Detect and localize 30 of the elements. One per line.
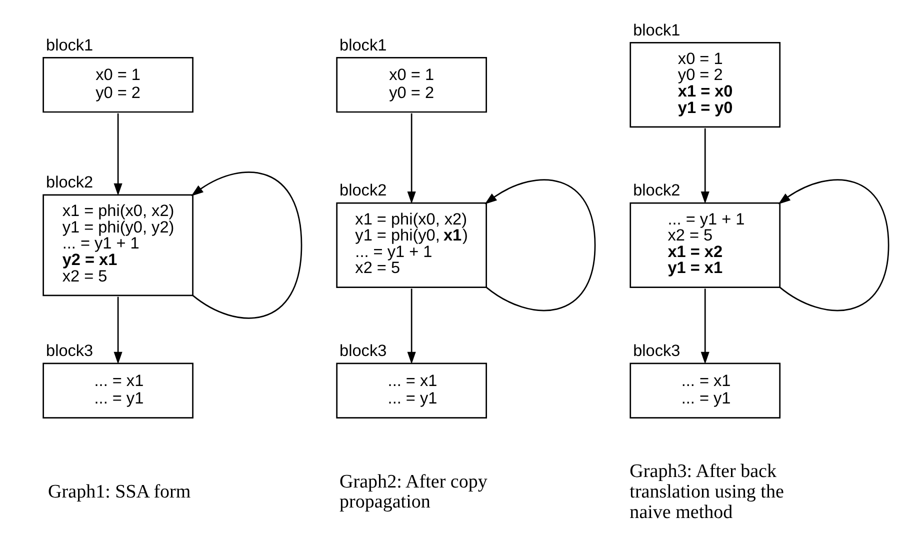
node-label: block1 — [340, 36, 387, 54]
node-box: ... = x1 ... = y1 — [336, 362, 487, 418]
node-box: x0 = 1 y0 = 2 x1 = x0 y1 = y0 — [630, 42, 781, 128]
node-box: ... = x1 ... = y1 — [42, 362, 194, 418]
node-box: ... = y1 + 1 x2 = 5 x1 = x2 y1 = x1 — [630, 202, 781, 288]
node-label: block3 — [46, 342, 94, 360]
node-box: x0 = 1 y0 = 2 — [336, 56, 487, 113]
arrow — [484, 179, 596, 312]
arrow — [778, 179, 890, 312]
node-label: block2 — [633, 182, 680, 200]
node-label: block2 — [46, 174, 94, 192]
arrow — [114, 296, 122, 364]
node-label: block1 — [46, 36, 94, 54]
arrow — [191, 172, 302, 319]
arrow — [407, 113, 416, 204]
label: Graph3: After back translation using the naive method — [630, 461, 784, 523]
node-box: x1 = phi(x0, x2) y1 = phi(y0, y2) ... = y1 + 1 y2 = x1 x2 = 5 — [42, 194, 194, 296]
node-label: block3 — [633, 342, 680, 360]
label: Graph1: SSA form — [48, 482, 191, 503]
arrow — [114, 113, 122, 196]
arrow — [700, 128, 710, 204]
arrow — [407, 288, 416, 364]
node-label: block3 — [340, 342, 387, 360]
node-box: ... = x1 ... = y1 — [630, 362, 781, 418]
node-box: x1 = phi(x0, x2) y1 = phi(y0, x1) ... = y1 + 1 x2 = 5 — [336, 202, 487, 288]
node-box: x0 = 1 y0 = 2 — [42, 56, 194, 113]
arrow — [700, 288, 710, 364]
node-label: block1 — [633, 21, 680, 40]
node-label: block2 — [340, 182, 387, 200]
label: Graph2: After copy propagation — [340, 471, 488, 513]
